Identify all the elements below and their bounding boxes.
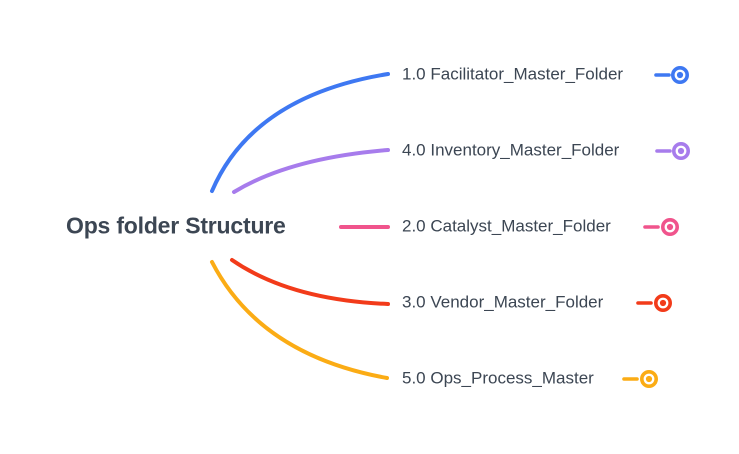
node-ring [671,142,690,161]
node-dot [645,375,653,383]
node-dot [677,147,685,155]
node-ring [660,218,679,237]
node-dot [659,299,667,307]
node-dot [666,223,674,231]
branch-curve-ops-process [210,260,389,380]
branch-curve-facilitator [210,72,390,193]
node-icon-ops-process[interactable] [622,369,658,388]
root-node-label[interactable]: Ops folder Structure [66,212,286,239]
node-dot [676,71,684,79]
node-ring [653,293,672,312]
branch-label-facilitator[interactable]: 1.0 Facilitator_Master_Folder [402,64,624,84]
node-icon-catalyst[interactable] [643,218,679,237]
node-icon-inventory[interactable] [655,142,690,161]
node-icon-facilitator[interactable] [654,66,689,85]
branch-label-inventory[interactable]: 4.0 Inventory_Master_Folder [402,140,620,160]
branch-label-ops-process[interactable]: 5.0 Ops_Process_Master [402,368,594,388]
branch-label-catalyst[interactable]: 2.0 Catalyst_Master_Folder [402,216,611,236]
branch-curve-inventory [232,148,390,194]
branch-curve-vendor [230,258,390,306]
node-ring [670,66,689,85]
branch-label-vendor[interactable]: 3.0 Vendor_Master_Folder [402,292,604,312]
node-ring [639,369,658,388]
node-icon-vendor[interactable] [636,293,672,312]
